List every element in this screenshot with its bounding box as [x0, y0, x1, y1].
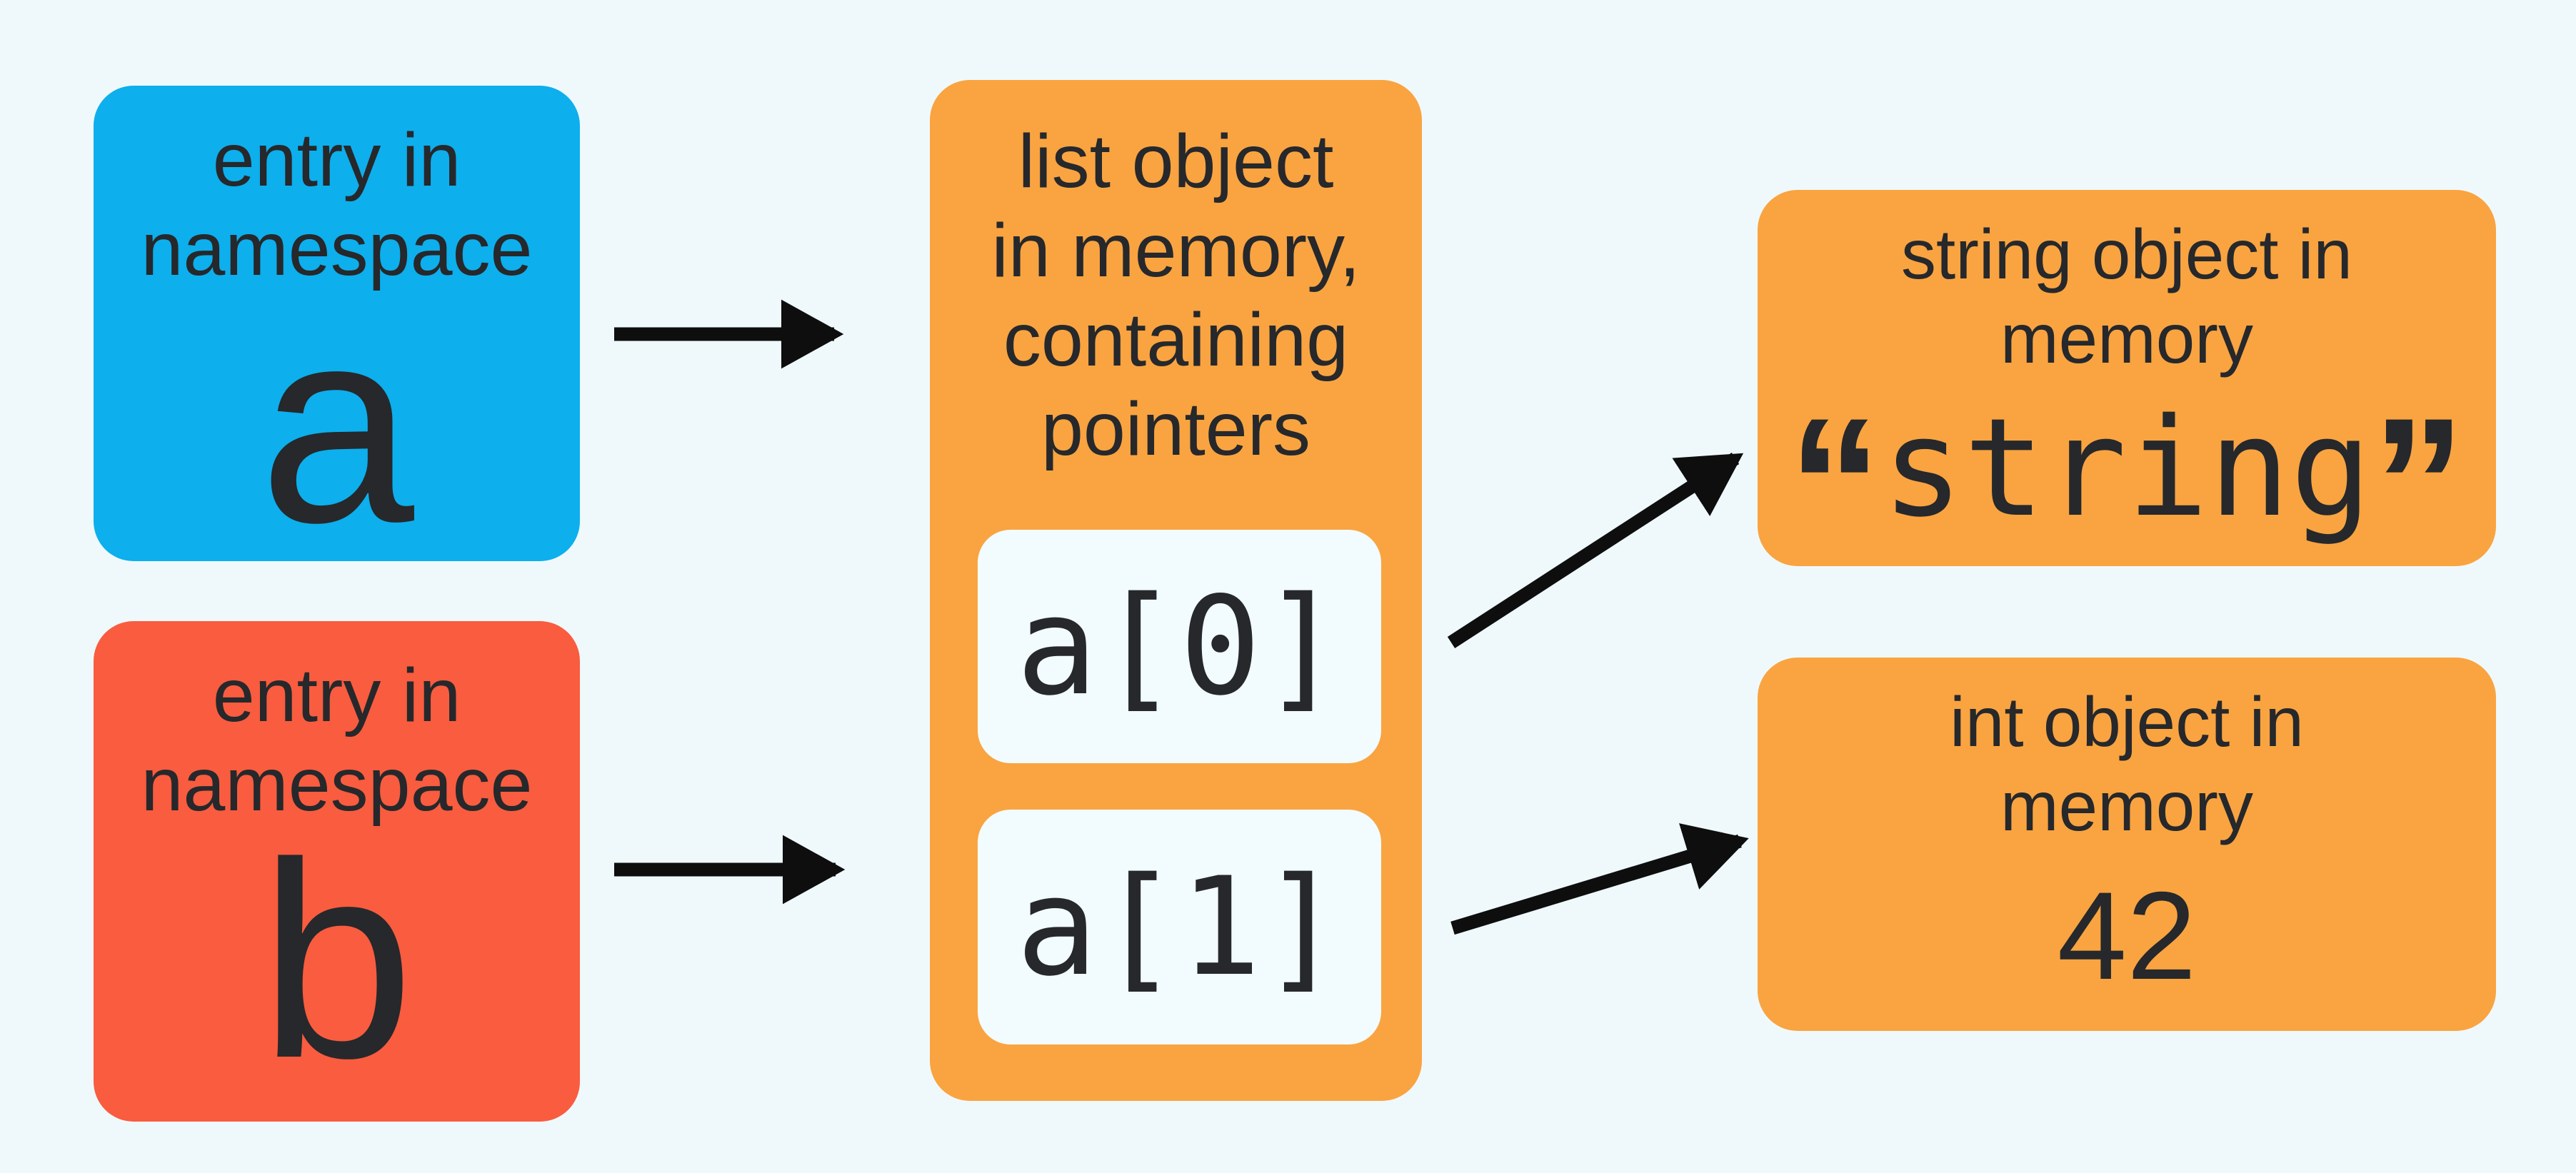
- namespace-a-label: entry in namespace: [141, 116, 532, 294]
- namespace-b-value: b: [259, 805, 414, 1117]
- close-quote: ”: [2372, 379, 2466, 589]
- int-object-label: int object in memory: [1950, 680, 2304, 848]
- node-namespace-a: entry in namespace a: [94, 86, 580, 581]
- string-label-line2: memory: [2000, 298, 2253, 378]
- arrow-a0-to-string: [1447, 453, 1744, 648]
- string-object-value: “string”: [1788, 391, 2466, 578]
- node-int-object: int object in memory 42: [1758, 658, 2496, 1031]
- namespace-a-label-line1: entry in: [212, 118, 461, 202]
- list-item-a1: a[1]: [978, 810, 1381, 1044]
- namespace-b-label-line2: namespace: [141, 742, 533, 827]
- list-item-a1-text: a[1]: [1016, 848, 1343, 1006]
- list-object-label: list object in memory, containing pointe…: [991, 117, 1360, 474]
- string-label-line1: string object in: [1901, 215, 2352, 293]
- node-string-object: string object in memory “string”: [1758, 190, 2496, 578]
- int-label-line1: int object in: [1950, 683, 2304, 761]
- namespace-b-label: entry in namespace: [141, 651, 532, 830]
- list-label-line2: in memory,: [991, 208, 1360, 293]
- list-item-a0: a[0]: [978, 530, 1381, 763]
- list-label-line1: list object: [1018, 119, 1334, 203]
- list-item-a0-text: a[0]: [1016, 568, 1343, 725]
- open-quote: “: [1788, 379, 1882, 589]
- arrow-a1-to-int: [1450, 823, 1749, 935]
- int-label-line2: memory: [2000, 766, 2253, 845]
- namespace-b-label-line1: entry in: [212, 653, 461, 737]
- string-value-text: string: [1881, 389, 2372, 548]
- list-label-line3: containing: [1003, 298, 1349, 383]
- namespace-a-value: a: [259, 269, 414, 581]
- namespace-a-label-line2: namespace: [141, 207, 533, 292]
- list-label-line4: pointers: [1041, 387, 1311, 472]
- node-list-object: list object in memory, containing pointe…: [930, 80, 1422, 1101]
- int-object-value: 42: [2057, 867, 2197, 1007]
- string-object-label: string object in memory: [1901, 213, 2352, 381]
- node-namespace-b: entry in namespace b: [94, 621, 580, 1122]
